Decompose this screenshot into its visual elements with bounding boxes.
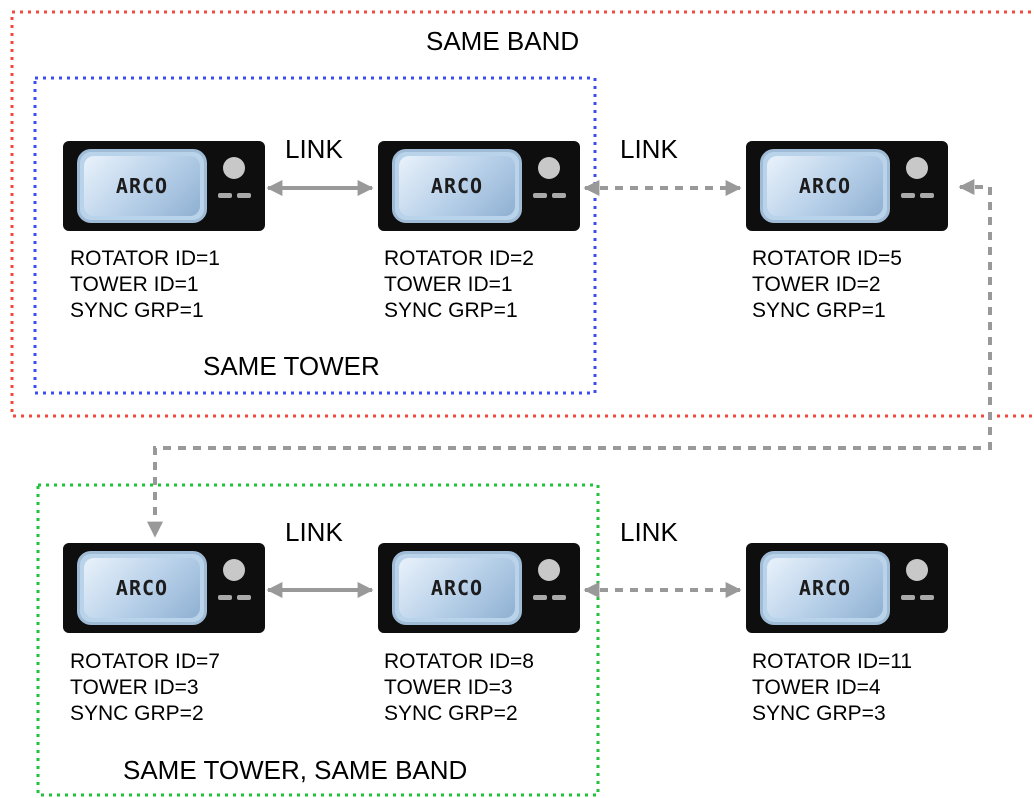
rotator-device-7: ARCO (63, 543, 265, 633)
indicator-icon (920, 595, 934, 600)
indicator-icon (920, 193, 934, 198)
rotator-device-2: ARCO (378, 141, 580, 231)
rotator-id: ROTATOR ID=11 (752, 650, 913, 673)
same-tower-boundary (33, 76, 597, 395)
link-label-7-8: LINK (285, 517, 343, 547)
sync-group: SYNC GRP=1 (384, 299, 518, 322)
link-label-2-5: LINK (620, 134, 678, 164)
device-brand: ARCO (798, 174, 852, 198)
indicator-icon (552, 193, 566, 198)
sync-group: SYNC GRP=3 (752, 702, 886, 725)
same-tower-same-band-label: SAME TOWER, SAME BAND (123, 755, 468, 785)
indicator-icon (901, 595, 915, 600)
indicator-icon (218, 193, 232, 198)
device-info-8: ROTATOR ID=8 TOWER ID=3 SYNC GRP=2 (384, 649, 534, 727)
link-arrow-5-7 (147, 179, 992, 538)
tower-id: TOWER ID=2 (752, 273, 881, 296)
device-info-7: ROTATOR ID=7 TOWER ID=3 SYNC GRP=2 (70, 649, 220, 727)
sync-group: SYNC GRP=1 (752, 299, 886, 322)
knob-icon (223, 559, 245, 581)
same-band-label: SAME BAND (426, 26, 580, 56)
device-info-5: ROTATOR ID=5 TOWER ID=2 SYNC GRP=1 (752, 246, 902, 324)
tower-id: TOWER ID=3 (384, 676, 513, 699)
device-info-2: ROTATOR ID=2 TOWER ID=1 SYNC GRP=1 (384, 246, 534, 324)
device-screen: ARCO (392, 551, 522, 625)
indicator-icon (552, 595, 566, 600)
tower-id: TOWER ID=4 (752, 676, 881, 699)
device-brand: ARCO (798, 576, 852, 600)
same-band-boundary (10, 10, 1034, 418)
rotator-device-5: ARCO (746, 141, 948, 231)
rotator-device-8: ARCO (378, 543, 580, 633)
rotator-id: ROTATOR ID=1 (70, 247, 220, 270)
rotator-device-11: ARCO (746, 543, 948, 633)
rotator-id: ROTATOR ID=7 (70, 650, 220, 673)
tower-id: TOWER ID=1 (70, 273, 199, 296)
knob-icon (906, 157, 928, 179)
knob-icon (538, 157, 560, 179)
rotator-id: ROTATOR ID=8 (384, 650, 534, 673)
device-brand: ARCO (115, 174, 169, 198)
indicator-icon (218, 595, 232, 600)
device-screen: ARCO (77, 551, 207, 625)
sync-group: SYNC GRP=2 (70, 702, 204, 725)
indicator-icon (533, 193, 547, 198)
knob-icon (223, 157, 245, 179)
indicator-icon (237, 193, 251, 198)
indicator-icon (237, 595, 251, 600)
device-brand: ARCO (115, 576, 169, 600)
tower-id: TOWER ID=1 (384, 273, 513, 296)
device-info-11: ROTATOR ID=11 TOWER ID=4 SYNC GRP=3 (752, 649, 912, 727)
indicator-icon (533, 595, 547, 600)
knob-icon (906, 559, 928, 581)
indicator-icon (901, 193, 915, 198)
device-screen: ARCO (77, 149, 207, 223)
rotator-device-1: ARCO (63, 141, 265, 231)
rotator-id: ROTATOR ID=5 (752, 247, 902, 270)
device-brand: ARCO (430, 174, 484, 198)
device-brand: ARCO (430, 576, 484, 600)
sync-group: SYNC GRP=2 (384, 702, 518, 725)
link-label-1-2: LINK (285, 134, 343, 164)
link-label-8-11: LINK (620, 517, 678, 547)
sync-group: SYNC GRP=1 (70, 299, 204, 322)
device-screen: ARCO (760, 149, 890, 223)
device-info-1: ROTATOR ID=1 TOWER ID=1 SYNC GRP=1 (70, 246, 220, 324)
knob-icon (538, 559, 560, 581)
device-screen: ARCO (760, 551, 890, 625)
same-tower-label: SAME TOWER (203, 351, 380, 381)
tower-id: TOWER ID=3 (70, 676, 199, 699)
rotator-id: ROTATOR ID=2 (384, 247, 534, 270)
device-screen: ARCO (392, 149, 522, 223)
